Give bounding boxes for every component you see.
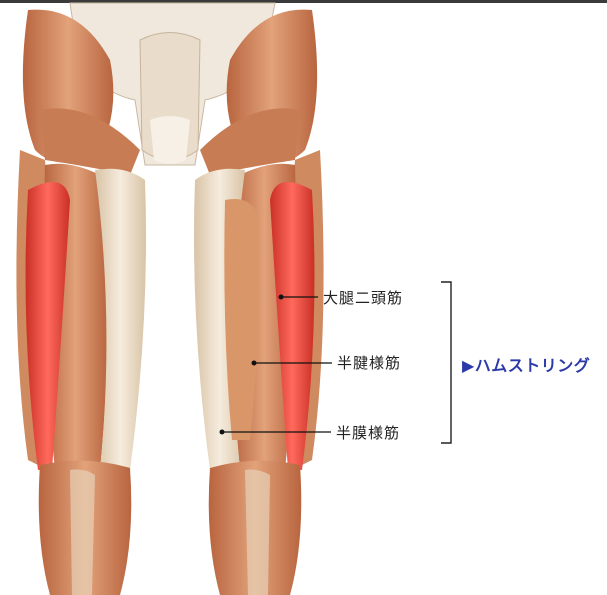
group-bracket: [441, 282, 451, 443]
label-semimembranosus: 半膜様筋: [336, 422, 400, 443]
label-semitendinosus: 半腱様筋: [337, 352, 401, 373]
lower-legs: [39, 461, 302, 595]
right-thigh: [194, 150, 324, 470]
label-biceps-femoris: 大腿二頭筋: [323, 287, 403, 308]
hamstring-group-label: ▶ハムストリング: [462, 352, 590, 376]
left-thigh: [16, 150, 146, 470]
